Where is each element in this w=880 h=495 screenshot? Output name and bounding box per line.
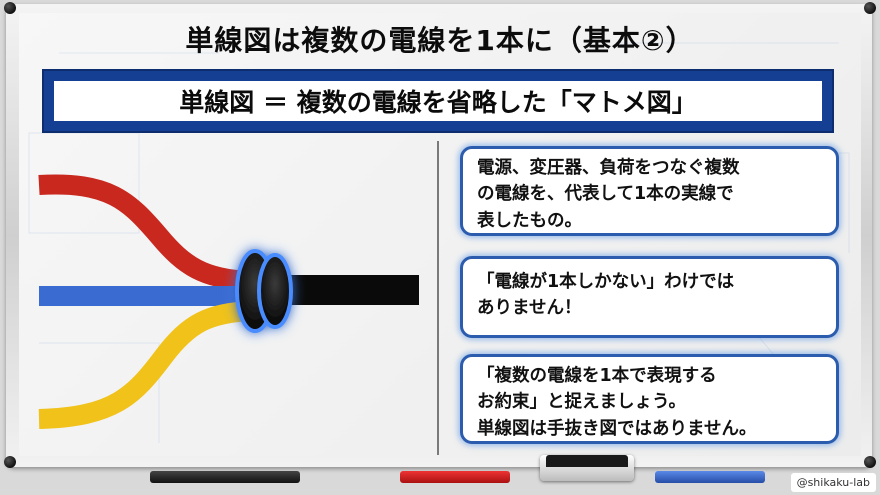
frame-screw (4, 2, 16, 14)
info-card-definition: 電源、変圧器、負荷をつなぐ複数 の電線を、代表して1本の実線で 表したもの。 (460, 146, 839, 236)
wire-yellow (38, 301, 252, 429)
card-line: 単線図は手抜き図ではありません。 (477, 418, 757, 439)
whiteboard: 単線図は複数の電線を1本に（基本②） 単線図 ＝ 複数の電線を省略した「マトメ図… (19, 13, 861, 456)
credit-label: @shikaku-lab (790, 473, 876, 492)
wire-red (38, 174, 250, 291)
wire-bundle-illustration (38, 174, 419, 429)
eraser-grip (546, 455, 628, 467)
frame-screw (4, 456, 16, 468)
card-line: の電線を、代表して1本の実線で (477, 184, 734, 205)
connector-ring (257, 253, 293, 329)
card-line: 電源、変圧器、負荷をつなぐ複数 (477, 158, 740, 178)
card-line: ありません！ (477, 298, 582, 319)
marker-tray (0, 467, 880, 495)
marker-red (400, 471, 510, 483)
frame-screw (864, 456, 876, 468)
card-line: 「電線が1本しかない」わけでは (477, 272, 735, 292)
card-line: 表したもの。 (477, 210, 582, 231)
card-line: 「複数の電線を1本で表現する (477, 366, 717, 386)
page-title: 単線図は複数の電線を1本に（基本②） (185, 24, 695, 57)
card-line: お約束」と捉えましょう。 (477, 392, 686, 413)
info-card-not-single-wire: 「電線が1本しかない」わけでは ありません！ (460, 256, 839, 338)
frame-screw (864, 2, 876, 14)
definition-text: 単線図 ＝ 複数の電線を省略した「マトメ図」 (54, 81, 822, 121)
marker-blue (655, 471, 765, 483)
marker-black (150, 471, 300, 483)
vertical-divider (437, 141, 439, 455)
definition-banner: 単線図 ＝ 複数の電線を省略した「マトメ図」 (42, 69, 834, 133)
info-card-convention: 「複数の電線を1本で表現する お約束」と捉えましょう。 単線図は手抜き図ではあり… (460, 354, 839, 444)
